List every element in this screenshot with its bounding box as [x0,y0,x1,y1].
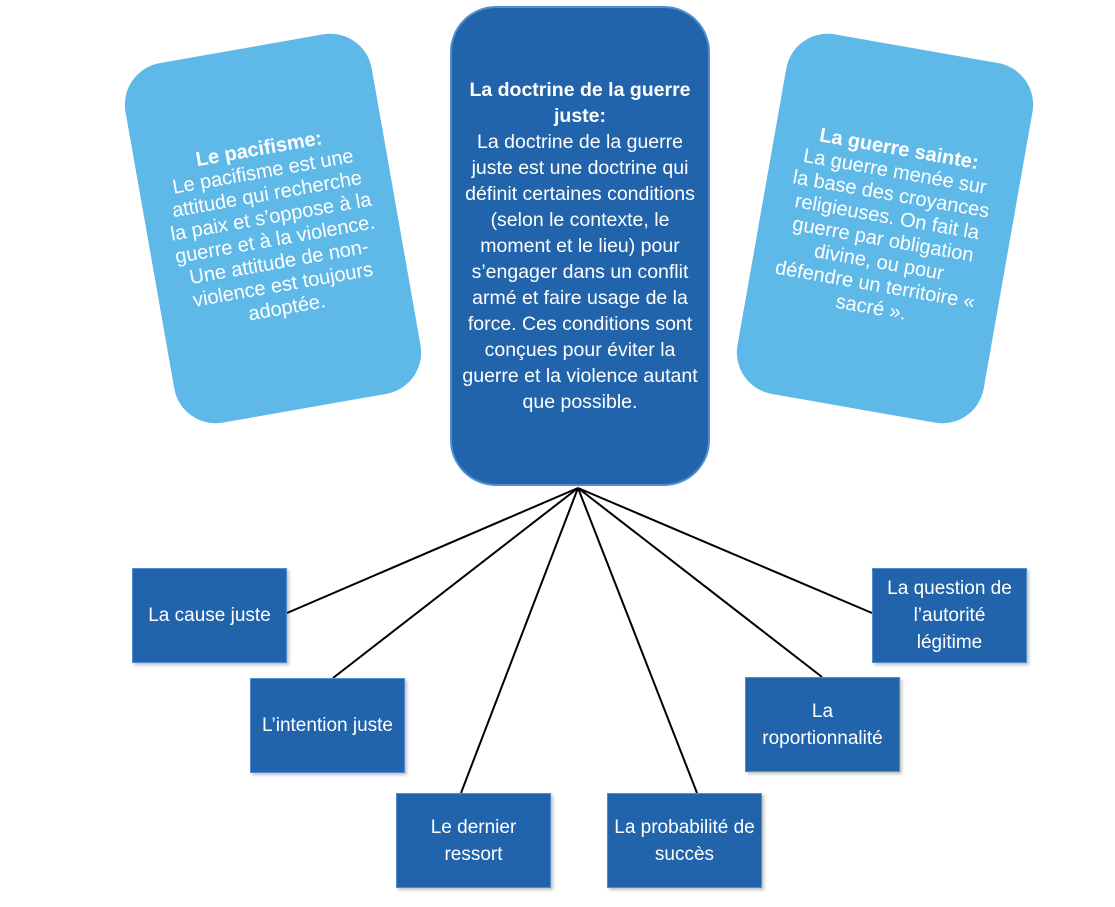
holy-war-text: La guerre menée sur la base des croyance… [773,144,991,325]
just-war-text: La doctrine de la guerre juste est une d… [462,131,698,413]
condition-legitimate-authority: La question de l’autorité légitime [872,568,1027,663]
connector-line-3 [460,487,579,794]
condition-last-resort: Le dernier ressort [396,793,551,888]
connector-line-5 [577,487,823,678]
condition-right-intention: L’intention juste [250,678,405,773]
condition-probability-of-success: La probabilité de succès [607,793,762,888]
just-war-doctrine-bubble: La doctrine de la guerre juste: La doctr… [450,6,710,486]
connector-line-1 [286,487,579,614]
connector-line-2 [332,487,579,679]
condition-just-cause: La cause juste [132,568,287,663]
connector-line-6 [577,487,873,614]
pacifism-text: Le pacifisme est une attitude qui recher… [168,144,377,325]
connector-line-4 [577,487,698,794]
just-war-title: La doctrine de la guerre juste: [469,79,691,127]
condition-proportionality: La roportionnalité [745,677,900,772]
